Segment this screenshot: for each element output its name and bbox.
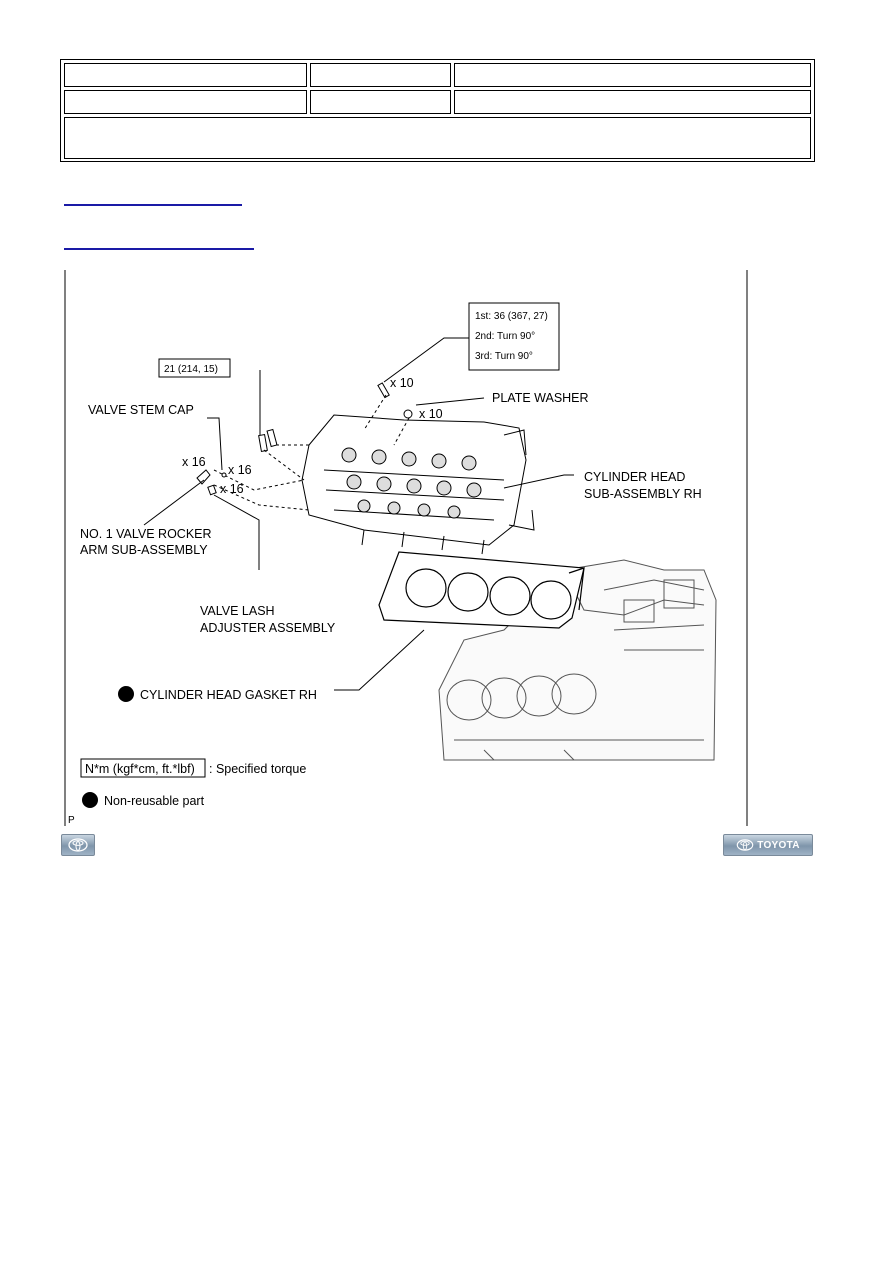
header-cell xyxy=(64,63,307,87)
link-underline-1[interactable] xyxy=(64,204,242,206)
header-cell xyxy=(310,63,451,87)
nonreusable-marker xyxy=(118,686,134,702)
toyota-logo-icon xyxy=(68,838,88,852)
toyota-logo-icon xyxy=(736,839,754,851)
header-cell xyxy=(310,90,451,114)
cap-qty: x 16 xyxy=(228,463,252,477)
lash-adjuster-label-2: ADJUSTER ASSEMBLY xyxy=(200,621,336,635)
cylinder-head-label-1: CYLINDER HEAD xyxy=(584,470,685,484)
valve-stem-cap-label: VALVE STEM CAP xyxy=(88,403,194,417)
cylinder-head-gasket-drawing xyxy=(378,551,585,629)
valve-parts-drawing xyxy=(196,469,227,496)
rocker-arm-label-1: NO. 1 VALVE ROCKER xyxy=(80,527,212,541)
washer-qty: x 10 xyxy=(419,407,443,421)
gasket-label: CYLINDER HEAD GASKET RH xyxy=(140,688,317,702)
rocker-arm-label-2: ARM SUB-ASSEMBLY xyxy=(80,543,208,557)
rocker-qty: x 16 xyxy=(182,455,206,469)
torque-step-3: 3rd: Turn 90° xyxy=(475,351,533,362)
torque-step-2: 2nd: Turn 90° xyxy=(475,331,535,342)
engine-block-drawing xyxy=(438,559,717,761)
legend-torque-unit: N*m (kgf*cm, ft.*lbf) xyxy=(85,762,195,776)
lash-qty: x 16 xyxy=(220,482,244,496)
header-cell xyxy=(454,90,811,114)
bolt-drawing xyxy=(258,382,413,452)
toyota-nav-button[interactable]: TOYOTA xyxy=(723,834,813,856)
legend-nonreusable-marker xyxy=(82,792,98,808)
header-cell xyxy=(454,63,811,87)
toyota-nav-label: TOYOTA xyxy=(757,839,800,851)
parts-illustration: 1st: 36 (367, 27) 2nd: Turn 90° 3rd: Tur… xyxy=(64,270,748,826)
header-cell-wide xyxy=(64,117,811,159)
lash-adjuster-label-1: VALVE LASH xyxy=(200,604,275,618)
legend-torque-text: : Specified torque xyxy=(209,762,306,776)
bolt-qty: x 10 xyxy=(390,376,414,390)
link-underline-2[interactable] xyxy=(64,248,254,250)
cylinder-head-label-2: SUB-ASSEMBLY RH xyxy=(584,487,702,501)
torque-small: 21 (214, 15) xyxy=(164,364,218,375)
cylinder-head-drawing xyxy=(301,414,535,555)
header-cell xyxy=(64,90,307,114)
home-nav-button[interactable] xyxy=(61,834,95,856)
plate-washer-label: PLATE WASHER xyxy=(492,391,589,405)
header-table xyxy=(60,59,815,162)
corner-code: P xyxy=(68,815,75,826)
torque-step-1: 1st: 36 (367, 27) xyxy=(475,311,548,322)
legend-nonreusable-text: Non-reusable part xyxy=(104,794,205,808)
